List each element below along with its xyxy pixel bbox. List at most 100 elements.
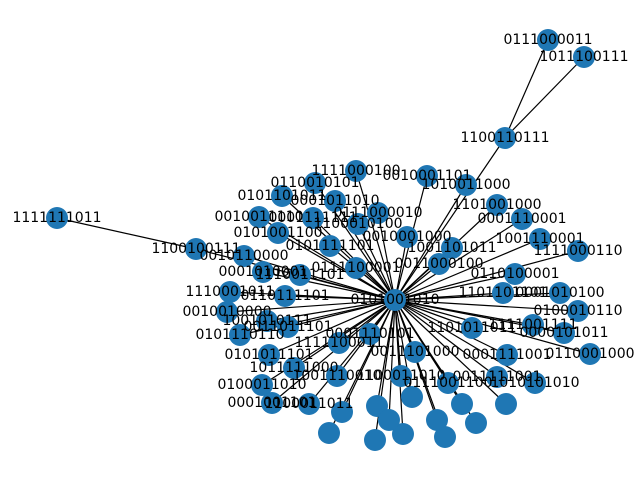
graph-edge [334, 200, 396, 301]
graph-edge [287, 299, 396, 328]
graph-edge [504, 56, 585, 139]
graph-node [364, 429, 386, 451]
graph-node [567, 240, 589, 262]
graph-edge [377, 212, 396, 301]
graph-edge [284, 295, 396, 301]
graph-edge [388, 299, 396, 421]
graph-node [274, 285, 296, 307]
node-label: 0001110101 [325, 326, 414, 342]
graph-node [401, 386, 423, 408]
node-label: 1100011011 [264, 396, 353, 412]
graph-node [416, 165, 438, 187]
graph-node [428, 253, 450, 275]
node-label: 1100100111 [151, 241, 240, 257]
node-label: 0001010100 [515, 285, 604, 301]
node-label: 0011000100 [394, 256, 483, 272]
node-label: 1111000110 [533, 243, 622, 259]
graph-node [248, 206, 270, 228]
node-label: 0100011010 [217, 377, 306, 393]
graph-node [549, 282, 571, 304]
graph-edge [394, 299, 536, 384]
graph-node [302, 207, 324, 229]
graph-node [185, 238, 207, 260]
node-label: 1110011101 [255, 267, 344, 283]
graph-node [492, 282, 514, 304]
graph-edge [277, 232, 396, 301]
graph-edge [394, 184, 467, 301]
node-label: 1100010100 [313, 216, 402, 232]
node-label: 0110100001 [470, 266, 559, 282]
graph-node [326, 365, 348, 387]
node-label: 1100011010 [356, 368, 445, 384]
node-label: 0111000010 [333, 205, 422, 221]
graph-node [461, 317, 483, 339]
graph-node [390, 365, 412, 387]
node-label: 1111111011 [12, 210, 101, 226]
graph-node [455, 174, 477, 196]
graph-node [494, 127, 516, 149]
node-label: 0001001101 [227, 395, 316, 411]
node-label: 0111001100 [403, 375, 492, 391]
graph-edge [308, 299, 396, 405]
graph-node [486, 366, 508, 388]
node-label: 1010101010 [490, 375, 579, 391]
graph-edge [394, 299, 591, 355]
graph-node [261, 392, 283, 414]
node-label: 0001111001 [462, 347, 551, 363]
node-label: 1001110010 [292, 368, 381, 384]
graph-node [324, 190, 346, 212]
node-label: 0101001100 [233, 225, 322, 241]
graph-node [378, 409, 400, 431]
node-label: 1001110001 [495, 231, 584, 247]
node-label: 0101011101 [224, 347, 313, 363]
graph-node [451, 393, 473, 415]
node-label: 0101101011 [237, 188, 326, 204]
node-label: 1111100011 [294, 335, 383, 351]
node-label: 0001111111 [268, 210, 357, 226]
graph-node [486, 194, 508, 216]
graph-edge [394, 299, 473, 329]
graph-node [426, 409, 448, 431]
node-label: 0101111101 [285, 238, 374, 254]
node-label: 1011111000 [249, 360, 338, 376]
graph-node [392, 423, 414, 445]
node-label: 1010011000 [421, 177, 510, 193]
node-label: 0010110000 [199, 248, 288, 264]
graph-node [524, 372, 546, 394]
graph-node [256, 310, 278, 332]
node-label: 1001101011 [407, 240, 496, 256]
graph-node [359, 323, 381, 345]
graph-node [465, 412, 487, 434]
graph-node [434, 426, 456, 448]
graph-node [441, 237, 463, 259]
graph-node [267, 222, 289, 244]
graph-edge [394, 299, 508, 356]
graph-edge [394, 137, 506, 301]
graph-node [318, 422, 340, 444]
graph-node [233, 245, 255, 267]
graph-edge [268, 299, 396, 356]
node-label: 0110010101 [270, 175, 359, 191]
graph-node [258, 344, 280, 366]
node-label: 1001010111 [222, 313, 311, 329]
graph-edge [394, 299, 507, 405]
graph-node [496, 344, 518, 366]
node-label: 1101011011 [427, 320, 516, 336]
graph-node [229, 324, 251, 346]
graph-node [46, 207, 68, 229]
graph-node [277, 316, 299, 338]
graph-edge [394, 218, 523, 301]
node-label: 0001110001 [477, 211, 566, 227]
graph-node [567, 300, 589, 322]
node-label: 1110001011 [185, 284, 274, 300]
graph-edge [394, 250, 579, 301]
node-label: 0011011101 [243, 319, 332, 335]
graph-node [347, 213, 369, 235]
node-label: 0010001101 [382, 168, 471, 184]
graph-node [319, 235, 341, 257]
graph-node [537, 29, 559, 51]
hub-node [384, 289, 406, 311]
graph-node [345, 160, 367, 182]
